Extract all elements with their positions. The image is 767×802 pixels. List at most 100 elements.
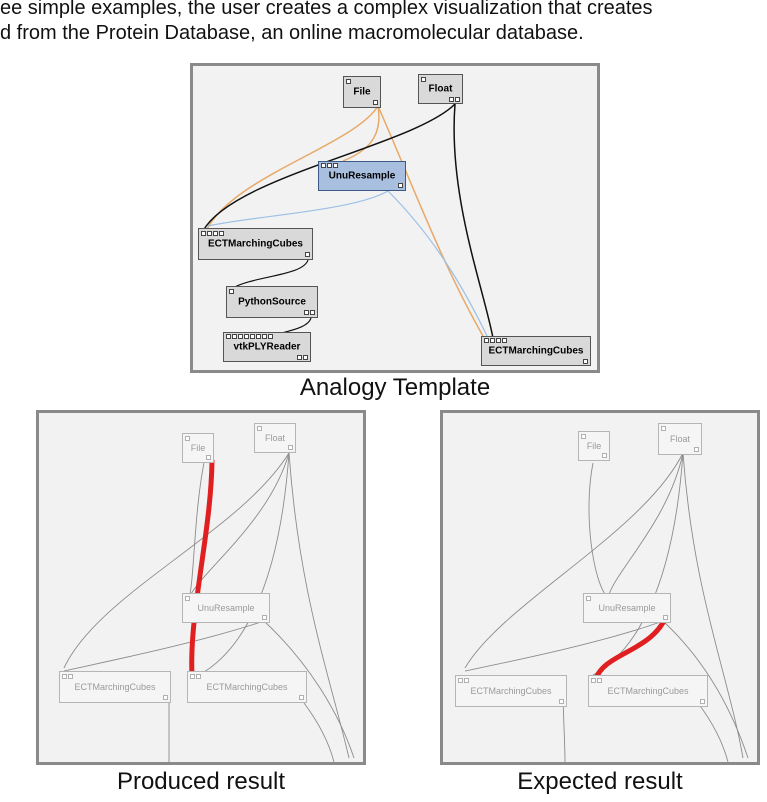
output-port[interactable] xyxy=(373,100,378,105)
input-port[interactable] xyxy=(496,338,501,343)
input-port[interactable] xyxy=(346,79,351,84)
node-label: ECTMarchingCubes xyxy=(470,686,552,696)
node-label: File xyxy=(586,441,602,451)
input-port[interactable] xyxy=(268,334,273,339)
node-label: Float xyxy=(264,433,285,443)
produced-ectmarchingcubes-left-node[interactable]: ECTMarchingCubes xyxy=(59,671,171,703)
input-port[interactable] xyxy=(327,163,332,168)
input-port[interactable] xyxy=(661,426,666,431)
input-port[interactable] xyxy=(586,596,591,601)
template-float-node[interactable]: Float xyxy=(418,74,463,104)
input-port[interactable] xyxy=(502,338,507,343)
output-port[interactable] xyxy=(583,359,588,364)
input-port[interactable] xyxy=(196,674,201,679)
input-port[interactable] xyxy=(190,674,195,679)
input-port[interactable] xyxy=(201,231,206,236)
input-port[interactable] xyxy=(244,334,249,339)
produced-result-panel: File Float UnuResample ECTMarchingCubes … xyxy=(36,410,366,765)
input-port[interactable] xyxy=(213,231,218,236)
node-label: ECTMarchingCubes xyxy=(207,238,303,250)
output-port[interactable] xyxy=(455,97,460,102)
output-port[interactable] xyxy=(559,699,564,704)
expected-ectmarchingcubes-right-node[interactable]: ECTMarchingCubes xyxy=(588,675,708,707)
node-label: Float xyxy=(428,83,453,95)
output-port[interactable] xyxy=(602,453,607,458)
input-port[interactable] xyxy=(321,163,326,168)
expected-ectmarchingcubes-left-node[interactable]: ECTMarchingCubes xyxy=(455,675,567,707)
output-port[interactable] xyxy=(449,97,454,102)
produced-file-node[interactable]: File xyxy=(182,433,214,463)
output-port[interactable] xyxy=(700,699,705,704)
input-port[interactable] xyxy=(333,163,338,168)
node-label: File xyxy=(353,86,371,98)
node-label: UnuResample xyxy=(598,603,656,613)
output-port[interactable] xyxy=(663,615,668,620)
template-vtkplyreader-node[interactable]: vtkPLYReader xyxy=(223,332,311,362)
input-port[interactable] xyxy=(421,77,426,82)
produced-ectmarchingcubes-right-node[interactable]: ECTMarchingCubes xyxy=(187,671,307,703)
input-port[interactable] xyxy=(490,338,495,343)
template-connections xyxy=(202,103,494,339)
expected-unuresample-node[interactable]: UnuResample xyxy=(583,593,671,623)
output-port[interactable] xyxy=(310,310,315,315)
input-port[interactable] xyxy=(464,678,469,683)
produced-result-caption: Produced result xyxy=(116,768,286,795)
node-label: UnuResample xyxy=(197,603,255,613)
expected-file-node[interactable]: File xyxy=(578,431,610,461)
input-port[interactable] xyxy=(185,436,190,441)
output-port[interactable] xyxy=(288,445,293,450)
input-port[interactable] xyxy=(62,674,67,679)
input-port[interactable] xyxy=(238,334,243,339)
produced-connections xyxy=(63,452,355,762)
output-port[interactable] xyxy=(305,252,310,257)
template-ectmarchingcubes-right-node[interactable]: ECTMarchingCubes xyxy=(481,336,591,366)
template-pythonsource-node[interactable]: PythonSource xyxy=(226,286,318,318)
input-port[interactable] xyxy=(257,426,262,431)
analogy-template-panel: File Float UnuResample ECTMarchingCubes … xyxy=(190,63,600,373)
expected-result-caption: Expected result xyxy=(517,768,683,795)
output-port[interactable] xyxy=(303,355,308,360)
input-port[interactable] xyxy=(226,334,231,339)
analogy-template-caption: Analogy Template xyxy=(299,374,491,401)
input-port[interactable] xyxy=(597,678,602,683)
input-port[interactable] xyxy=(458,678,463,683)
produced-highlight-connection xyxy=(189,458,215,678)
input-port[interactable] xyxy=(484,338,489,343)
input-port[interactable] xyxy=(68,674,73,679)
output-port[interactable] xyxy=(694,447,699,452)
input-port[interactable] xyxy=(232,334,237,339)
input-port[interactable] xyxy=(581,434,586,439)
input-port[interactable] xyxy=(256,334,261,339)
output-port[interactable] xyxy=(304,310,309,315)
input-port[interactable] xyxy=(219,231,224,236)
input-port[interactable] xyxy=(229,289,234,294)
node-label: vtkPLYReader xyxy=(233,341,301,353)
output-port[interactable] xyxy=(398,183,403,188)
expected-float-node[interactable]: Float xyxy=(658,423,702,455)
input-port[interactable] xyxy=(185,596,190,601)
header-text-line2: d from the Protein Database, an online m… xyxy=(0,22,584,44)
input-port[interactable] xyxy=(250,334,255,339)
node-label: ECTMarchingCubes xyxy=(206,682,288,692)
node-label: ECTMarchingCubes xyxy=(488,345,584,357)
expected-highlight-connection xyxy=(592,616,668,684)
node-label: PythonSource xyxy=(238,296,306,308)
template-ectmarchingcubes-left-node[interactable]: ECTMarchingCubes xyxy=(198,228,313,260)
output-port[interactable] xyxy=(297,355,302,360)
produced-float-node[interactable]: Float xyxy=(254,423,296,453)
output-port[interactable] xyxy=(206,455,211,460)
node-label: UnuResample xyxy=(328,170,396,182)
produced-unuresample-node[interactable]: UnuResample xyxy=(182,593,270,623)
node-label: File xyxy=(190,443,206,453)
output-port[interactable] xyxy=(163,695,168,700)
input-port[interactable] xyxy=(207,231,212,236)
template-unuresample-node[interactable]: UnuResample xyxy=(318,161,406,191)
output-port[interactable] xyxy=(262,615,267,620)
header-text-line1: ee simple examples, the user creates a c… xyxy=(0,0,653,19)
template-file-node[interactable]: File xyxy=(343,76,381,108)
expected-connections xyxy=(464,452,749,762)
input-port[interactable] xyxy=(262,334,267,339)
input-port[interactable] xyxy=(591,678,596,683)
node-label: ECTMarchingCubes xyxy=(607,686,689,696)
output-port[interactable] xyxy=(299,695,304,700)
